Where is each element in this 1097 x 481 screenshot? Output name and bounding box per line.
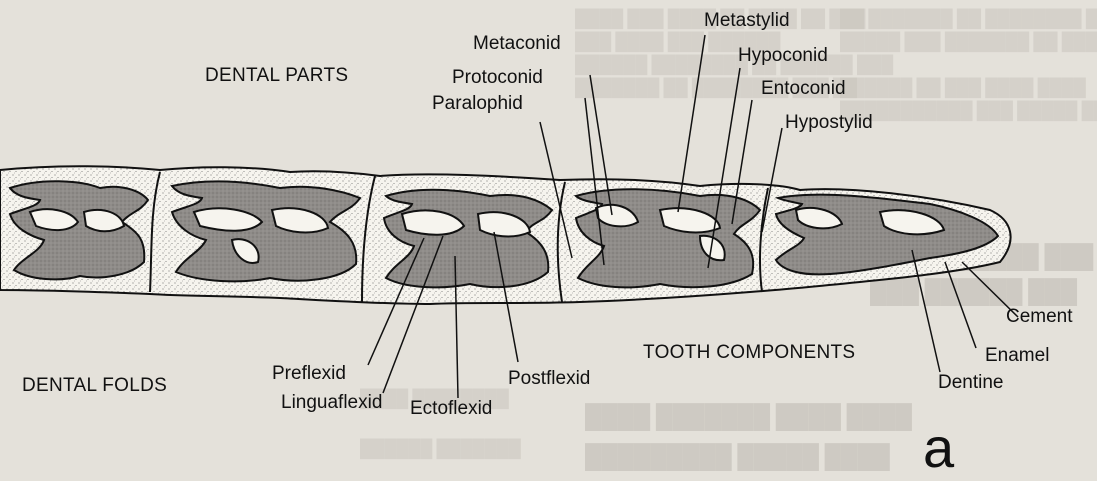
label-hypoconid: Hypoconid [738,46,828,65]
label-enamel: Enamel [985,346,1049,365]
panel-letter: a [923,420,954,476]
label-linguaflexid: Linguaflexid [281,393,382,412]
heading-tooth-components: TOOTH COMPONENTS [643,343,855,362]
label-metaconid: Metaconid [473,34,561,53]
tooth-2 [172,182,360,282]
label-metastylid: Metastylid [704,11,790,30]
label-hypostylid: Hypostylid [785,113,873,132]
label-protoconid: Protoconid [452,68,543,87]
label-entoconid: Entoconid [761,79,846,98]
heading-dental-parts: DENTAL PARTS [205,66,348,85]
label-preflexid: Preflexid [272,364,346,383]
label-cement: Cement [1006,307,1073,326]
tooth-1 [10,181,148,279]
label-dentine: Dentine [938,373,1004,392]
label-postflexid: Postflexid [508,369,590,388]
label-paralophid: Paralophid [432,94,523,113]
heading-dental-folds: DENTAL FOLDS [22,376,167,395]
label-ectoflexid: Ectoflexid [410,399,492,418]
tooth-4 [576,189,760,287]
